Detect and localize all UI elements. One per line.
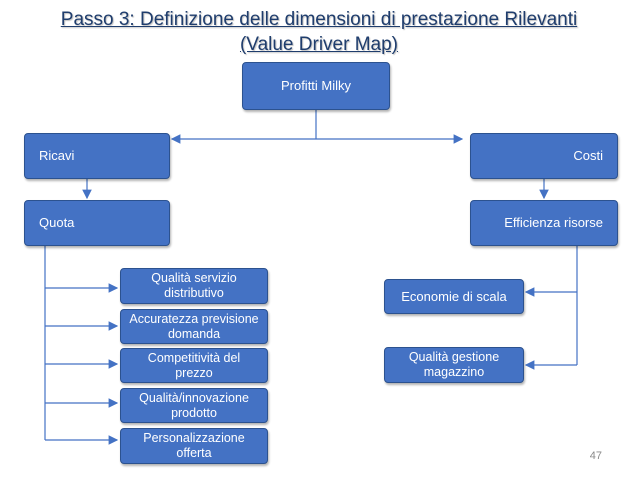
node-competitivita-prezzo: Competitività del prezzo (120, 348, 268, 383)
node-quota: Quota (24, 200, 170, 246)
node-ricavi: Ricavi (24, 133, 170, 179)
node-qualita-servizio-distributivo: Qualità servizio distributivo (120, 268, 268, 304)
page-number: 47 (589, 450, 602, 462)
slide-title-line1: Passo 3: Definizione delle dimensioni di… (60, 9, 578, 30)
node-economie-di-scala: Economie di scala (384, 279, 524, 314)
node-efficienza-risorse: Efficienza risorse (470, 200, 618, 246)
node-qualita-innovazione-prodotto: Qualità/innovazione prodotto (120, 388, 268, 423)
node-accuratezza-previsione-domanda: Accuratezza previsione domanda (120, 309, 268, 344)
node-costi: Costi (470, 133, 618, 179)
node-qualita-gestione-magazzino: Qualità gestione magazzino (384, 347, 524, 383)
node-personalizzazione-offerta: Personalizzazione offerta (120, 428, 268, 464)
slide-title-line2: (Value Driver Map) (239, 34, 399, 55)
node-profitti-milky: Profitti Milky (242, 62, 390, 110)
